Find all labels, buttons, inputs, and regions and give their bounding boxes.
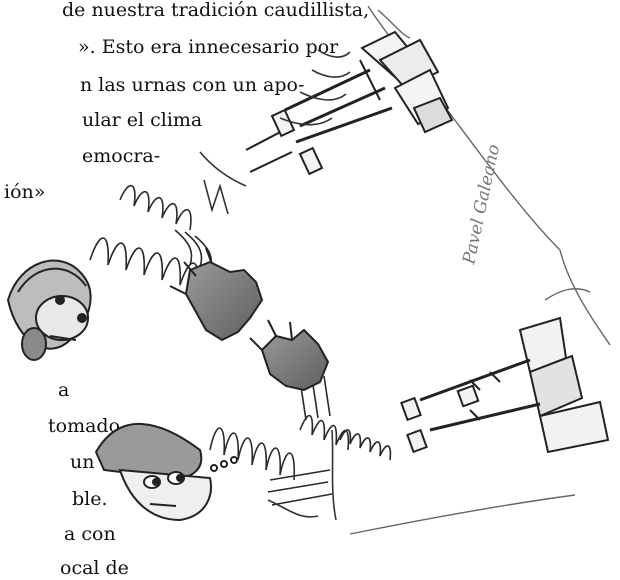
upper-figure-body-coils: [199, 49, 351, 215]
text-line-3: n las urnas con un apo-: [80, 74, 305, 96]
lower-figure-legs: [400, 316, 610, 454]
text-line-11: a con: [64, 523, 116, 545]
lower-figure-head: [94, 423, 238, 522]
lower-spring-arm: [209, 375, 392, 506]
text-line-5: emocra-: [82, 145, 161, 167]
text-line-10: ble.: [72, 488, 108, 510]
artist-signature: Pavel Galeano: [459, 143, 504, 267]
text-line-4: ular el clima: [82, 109, 203, 131]
upper-glove: [169, 247, 264, 342]
text-line-1: de nuestra tradición caudillista,: [62, 0, 370, 21]
connector-lines: [267, 429, 337, 521]
text-line-2: ». Esto era innecesario por: [78, 36, 339, 58]
text-line-8: tomado: [48, 415, 121, 437]
caricature-illustration: Pavel Galeano: [6, 5, 611, 535]
upper-figure-legs: [245, 30, 454, 176]
text-line-9: un: [70, 451, 95, 473]
frame-lines: [349, 5, 611, 535]
text-line-6: ión»: [4, 181, 46, 203]
text-line-7: a: [58, 379, 70, 401]
lower-glove: [249, 319, 330, 392]
upper-figure-head: [6, 259, 92, 361]
